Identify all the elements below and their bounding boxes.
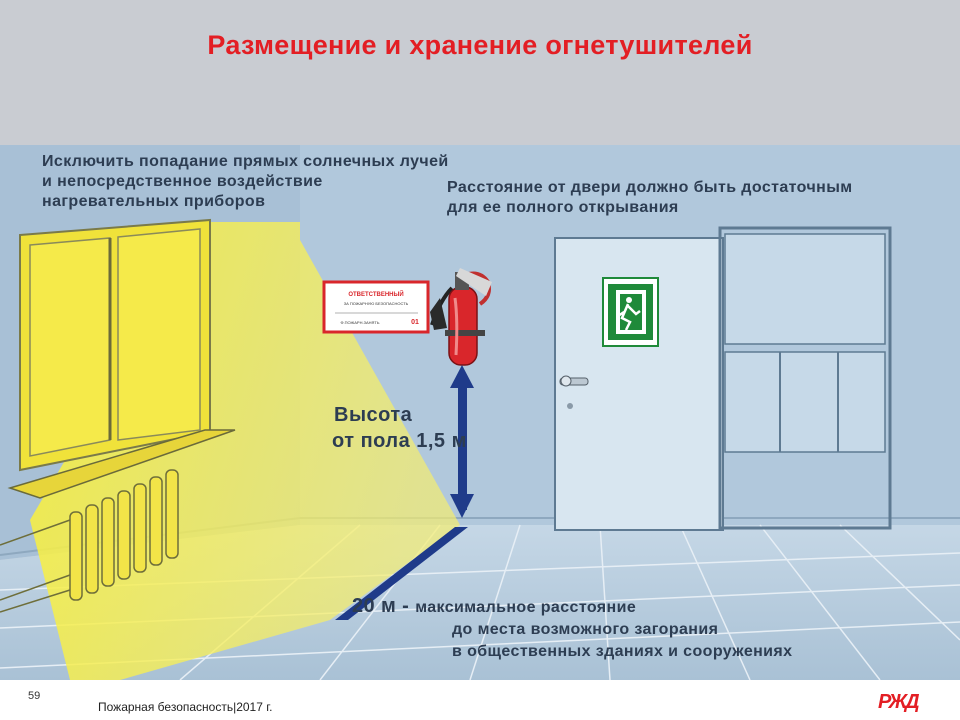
slide-title: Размещение и хранение огнетушителей — [207, 30, 753, 60]
height-caption: Высота от пола 1,5 м — [332, 402, 467, 454]
svg-text:ЗА ПОЖАРНУЮ БЕЗОПАСНОСТЬ: ЗА ПОЖАРНУЮ БЕЗОПАСНОСТЬ — [344, 301, 409, 306]
radiator — [69, 469, 179, 601]
illustration: ОТВЕТСТВЕННЫЙ ЗА ПОЖАРНУЮ БЕЗОПАСНОСТЬ Ф… — [0, 145, 960, 680]
window — [7, 218, 236, 499]
svg-text:ОТВЕТСТВЕННЫЙ: ОТВЕТСТВЕННЫЙ — [348, 290, 403, 298]
distance-value: 20 м — [352, 595, 397, 617]
sunlight-caption-line: Исключить попадание прямых солнечных луч… — [42, 153, 449, 170]
distance-caption-line: в общественных зданиях и сооружениях — [452, 643, 793, 660]
sunlight-caption-line: нагревательных приборов — [42, 193, 266, 210]
height-caption-line: от пола 1,5 м — [332, 430, 467, 452]
svg-text:01: 01 — [411, 319, 419, 326]
distance-caption: 20 м - максимальное расстояние до места … — [352, 595, 792, 663]
page-number: 59 — [28, 690, 41, 702]
door-caption-line: Расстояние от двери должно быть достаточ… — [447, 179, 853, 196]
slide-footer: 59 Пожарная безопасность|2017 г. РЖД — [0, 680, 960, 720]
sunlight-caption-line: и непосредственное воздействие — [42, 173, 323, 190]
footer-text: Пожарная безопасность|2017 г. — [98, 700, 273, 714]
distance-caption-line: до места возможного загорания — [452, 621, 719, 638]
distance-marker-line — [335, 527, 468, 620]
sunlight-caption: Исключить попадание прямых солнечных луч… — [42, 152, 449, 212]
exit-sign-icon — [602, 277, 659, 347]
svg-text:РЖД: РЖД — [878, 691, 919, 713]
fire-extinguisher — [430, 268, 492, 366]
rzd-logo-icon: РЖД — [878, 691, 921, 713]
door — [554, 226, 892, 531]
distance-caption-line: максимальное расстояние — [415, 599, 637, 616]
height-arrow — [450, 365, 474, 518]
svg-text:Ф.ПОЖАРН.ЗАНЯТЬ: Ф.ПОЖАРН.ЗАНЯТЬ — [340, 320, 379, 325]
height-caption-line: Высота — [334, 404, 413, 426]
door-caption-line: для ее полного открывания — [447, 199, 679, 216]
responsible-person-sign: ОТВЕТСТВЕННЫЙ ЗА ПОЖАРНУЮ БЕЗОПАСНОСТЬ Ф… — [322, 280, 430, 334]
door-caption: Расстояние от двери должно быть достаточ… — [447, 178, 853, 218]
